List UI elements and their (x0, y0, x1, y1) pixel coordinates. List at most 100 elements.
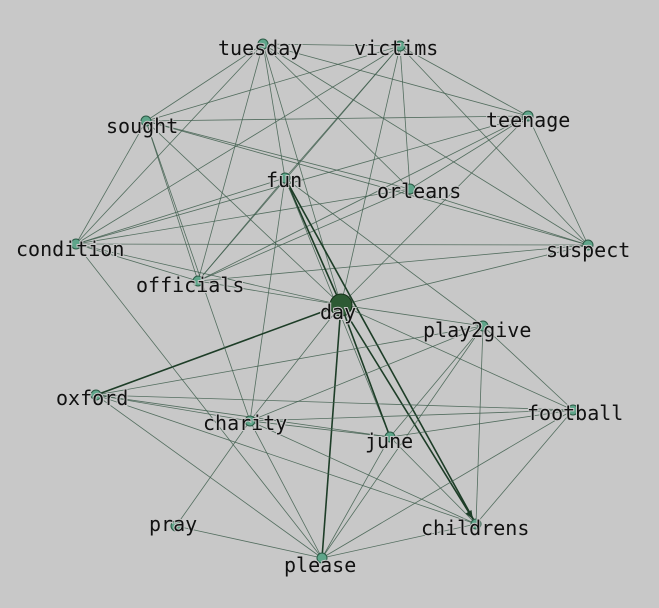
edge-oxford-childrens (95, 394, 477, 525)
edge-sought-condition (75, 120, 147, 245)
edge-fun-play2give (284, 177, 484, 327)
node-tuesday[interactable] (257, 38, 269, 50)
edge-charity-please (249, 420, 323, 559)
edge-victims-fun (284, 45, 401, 179)
node-charity[interactable] (244, 415, 256, 427)
edge-teenage-day (340, 115, 529, 306)
edge-sought-teenage (145, 115, 529, 122)
node-officials[interactable] (192, 275, 204, 287)
node-childrens[interactable] (470, 518, 482, 530)
node-football[interactable] (567, 404, 579, 416)
arrowhead-day-childrens (465, 509, 473, 519)
node-label-pray: pray (149, 512, 197, 536)
node-orleans[interactable] (404, 183, 416, 195)
node-pray[interactable] (170, 520, 182, 532)
edge-football-childrens (475, 409, 574, 525)
node-label-suspect: suspect (546, 238, 630, 262)
edge-officials-fun (197, 177, 286, 282)
edge-sought-charity (145, 120, 251, 422)
edge-victims-suspect (399, 45, 589, 246)
edge-suspect-day (340, 244, 589, 306)
edge-pray-please (175, 525, 323, 559)
node-label-please: please (284, 553, 356, 577)
edge-play2give-childrens (475, 325, 484, 525)
edge-tuesday-victims (262, 43, 401, 47)
edge-condition-fun (75, 177, 286, 245)
edge-sought-suspect (145, 120, 589, 246)
node-oxford[interactable] (90, 389, 102, 401)
node-label-day: day (320, 300, 356, 324)
edge-charity-pray (175, 420, 251, 527)
node-label-football: football (527, 401, 623, 425)
edge-victims-day (340, 45, 401, 306)
node-sought[interactable] (140, 115, 152, 127)
node-label-officials: officials (136, 273, 244, 297)
node-day[interactable] (329, 293, 353, 317)
node-label-charity: charity (203, 411, 287, 435)
edge-victims-teenage (399, 45, 529, 117)
edge-tuesday-sought (145, 43, 264, 122)
edge-play2give-charity (249, 325, 484, 422)
edge-tuesday-teenage (262, 43, 529, 117)
node-condition[interactable] (70, 238, 82, 250)
edge-orleans-officials (197, 188, 411, 282)
edge-play2give-football (482, 325, 574, 411)
edge-fun-childrens (284, 177, 477, 525)
node-label-teenage: teenage (486, 108, 570, 132)
edge-sought-day (145, 120, 342, 306)
edge-victims-sought (145, 45, 401, 122)
edge-condition-suspect (75, 243, 589, 246)
edge-tuesday-condition (75, 43, 264, 245)
node-label-childrens: childrens (421, 516, 529, 540)
edge-suspect-officials (197, 244, 589, 282)
edge-oxford-please (95, 394, 323, 559)
node-fun[interactable] (279, 172, 291, 184)
node-june[interactable] (384, 431, 396, 443)
edge-fun-charity (249, 177, 286, 422)
edge-teenage-officials (197, 115, 529, 282)
node-label-sought: sought (106, 114, 178, 138)
node-play2give[interactable] (477, 320, 489, 332)
edge-childrens-please (321, 523, 477, 559)
edge-day-june (340, 304, 391, 438)
edge-oxford-june (95, 394, 391, 438)
node-teenage[interactable] (522, 110, 534, 122)
edge-teenage-suspect (527, 115, 589, 246)
node-label-june: june (365, 429, 413, 453)
edge-day-charity (249, 304, 342, 422)
node-please[interactable] (316, 552, 328, 564)
node-label-orleans: orleans (377, 179, 461, 203)
edge-condition-please (75, 243, 323, 559)
edge-teenage-condition (75, 115, 529, 245)
node-victims[interactable] (394, 40, 406, 52)
node-label-oxford: oxford (56, 386, 128, 410)
edge-tuesday-officials (197, 43, 264, 282)
node-label-victims: victims (354, 36, 438, 60)
edge-oxford-football (95, 394, 574, 411)
node-suspect[interactable] (582, 239, 594, 251)
node-label-play2give: play2give (423, 318, 531, 342)
edge-sought-officials (145, 120, 199, 282)
edge-play2give-oxford (95, 325, 484, 396)
edge-june-please (321, 436, 391, 559)
edge-play2give-please (321, 325, 484, 559)
edge-officials-day (197, 280, 342, 306)
edge-day-please (321, 304, 342, 559)
edge-teenage-orleans (409, 115, 529, 190)
edge-fun-day (284, 177, 342, 306)
node-label-tuesday: tuesday (218, 36, 302, 60)
edge-oxford-charity (95, 394, 251, 422)
edge-condition-day (75, 243, 342, 306)
node-layer (70, 38, 594, 564)
edge-sought-orleans (145, 120, 411, 190)
node-label-condition: condition (16, 237, 124, 261)
edge-day-oxford (95, 304, 342, 396)
edge-football-charity (249, 409, 574, 422)
edge-tuesday-day (262, 43, 342, 306)
edge-orleans-condition (75, 188, 411, 245)
edge-layer (75, 43, 589, 559)
edge-tuesday-fun (262, 43, 286, 179)
edge-tuesday-orleans (262, 43, 411, 190)
